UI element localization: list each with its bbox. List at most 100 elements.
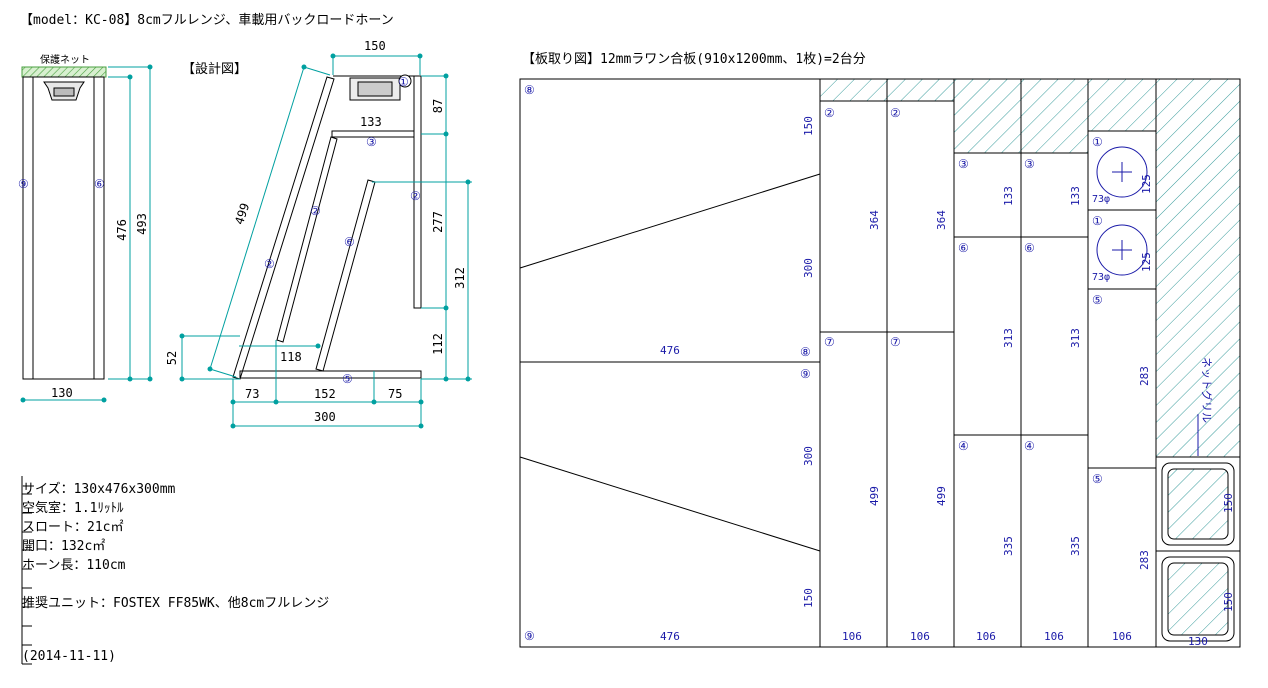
cut-150-bottom: 150 <box>802 588 815 608</box>
cut-106c: 106 <box>976 630 996 643</box>
side-118-dim: 118 <box>280 350 302 364</box>
hole-diameter-1: 73φ <box>1092 194 1110 205</box>
front-width-dim: 130 <box>51 386 73 400</box>
side-base-dim: 300 <box>314 410 336 424</box>
cut-mark-5a: ⑤ <box>1092 293 1103 307</box>
cut-130-grill: 130 <box>1188 635 1208 648</box>
middle-slant-board <box>276 136 338 343</box>
cut-300-top: 300 <box>802 258 815 278</box>
side-112-dim: 112 <box>431 333 445 355</box>
panel-3 <box>331 130 415 138</box>
side-152-dim: 152 <box>314 387 336 401</box>
cut-283b: 283 <box>1138 550 1151 570</box>
cut-364b: 364 <box>935 210 948 230</box>
cut-106a: 106 <box>842 630 862 643</box>
cut-499b: 499 <box>935 486 948 506</box>
design-view: 【設計図】 150 ① ② ③ 133 ② ② ⑥ <box>165 39 472 429</box>
side-75-dim: 75 <box>388 387 402 401</box>
cut-125b: 125 <box>1140 252 1153 272</box>
cut-335b: 335 <box>1069 536 1082 556</box>
front-mark-6: ⑥ <box>94 177 105 191</box>
cut-mark-2a: ② <box>824 106 835 120</box>
side-52-dim: 52 <box>165 351 179 365</box>
speaker-unit-icon <box>43 81 85 101</box>
cut-364a: 364 <box>868 210 881 230</box>
net-grill-label: ネットグリル <box>1200 357 1214 423</box>
spec-opening: 開口：132c㎡ <box>22 539 106 554</box>
front-slant-board <box>232 76 335 380</box>
speaker-hole-icon-2 <box>1096 224 1148 276</box>
cut-133b: 133 <box>1069 186 1082 206</box>
spec-air-chamber: 空気室：1.1ﾘｯﾄﾙ <box>22 501 124 516</box>
cut-mark-1b: ① <box>1092 214 1103 228</box>
cut-mark-1a: ① <box>1092 135 1103 149</box>
side-inner-dim: 133 <box>360 115 382 129</box>
side-87-dim: 87 <box>431 99 445 113</box>
protective-net-icon <box>21 66 107 78</box>
cut-mark-3b: ③ <box>1024 157 1035 171</box>
front-inner-height-dim: 476 <box>115 219 129 241</box>
speaker-hole-icon-1 <box>1096 146 1148 198</box>
back-board <box>413 75 422 309</box>
cut-313a: 313 <box>1002 328 1015 348</box>
cut-mark-6b: ⑥ <box>1024 241 1035 255</box>
cut-label: 【板取り図】12mmラワン合板(910x1200mm、1枚)=2台分 <box>522 52 866 67</box>
cut-150-grill-a: 150 <box>1222 493 1235 513</box>
side-mark-6: ⑥ <box>344 235 355 249</box>
front-outer-height-dim: 493 <box>135 213 149 235</box>
side-mark-2-mid: ② <box>310 204 321 218</box>
cut-335a: 335 <box>1002 536 1015 556</box>
grill-frame-icon-1 <box>1161 462 1235 546</box>
cut-mark-6a: ⑥ <box>958 241 969 255</box>
cutting-diagram: 【板取り図】12mmラワン合板(910x1200mm、1枚)=2台分 ⑧ ⑧ ⑨… <box>519 52 1241 648</box>
design-label: 【設計図】 <box>182 61 247 77</box>
cut-106b: 106 <box>910 630 930 643</box>
spec-recommended-unit: 推奨ユニット：FOSTEX FF85WK、他8cmフルレンジ <box>22 596 330 611</box>
cut-mark-7b: ⑦ <box>890 335 901 349</box>
cut-mark-5b: ⑤ <box>1092 472 1103 486</box>
bottom-board <box>239 370 422 379</box>
cut-476-top: 476 <box>660 344 680 357</box>
cut-106d: 106 <box>1044 630 1064 643</box>
side-mark-2-right: ② <box>410 189 421 203</box>
cut-150-top: 150 <box>802 116 815 136</box>
side-312-dim: 312 <box>453 267 467 289</box>
front-mark-9: ⑨ <box>18 177 29 191</box>
side-73-dim: 73 <box>245 387 259 401</box>
side-slant-dim: 499 <box>232 201 252 226</box>
spec-throat: スロート：21c㎡ <box>22 520 124 535</box>
cut-300-bottom: 300 <box>802 446 815 466</box>
cut-mark-9-mid: ⑨ <box>800 367 811 381</box>
cut-499a: 499 <box>868 486 881 506</box>
cut-283a: 283 <box>1138 366 1151 386</box>
cut-mark-9-bottom: ⑨ <box>524 629 535 643</box>
cut-mark-7a: ⑦ <box>824 335 835 349</box>
side-top-dim: 150 <box>364 39 386 53</box>
side-mark-1: ① <box>398 75 409 89</box>
cut-125a: 125 <box>1140 174 1153 194</box>
cut-mark-8-mid: ⑧ <box>800 345 811 359</box>
cut-106e: 106 <box>1112 630 1132 643</box>
front-outline <box>22 76 105 380</box>
spec-size: サイズ：130x476x300mm <box>22 482 176 497</box>
slant-board-6 <box>315 179 376 372</box>
spec-date: (2014-11-11) <box>22 649 116 664</box>
side-277-dim: 277 <box>431 211 445 233</box>
front-view: 保護ネット ⑨ ⑥ 130 476 493 <box>18 53 153 403</box>
cut-mark-3a: ③ <box>958 157 969 171</box>
page-title: 【model：KC-08】8cmフルレンジ、車載用バックロードホーン <box>20 13 394 28</box>
plywood-sheet <box>519 78 1241 648</box>
cut-mark-8-top: ⑧ <box>524 83 535 97</box>
cut-313b: 313 <box>1069 328 1082 348</box>
hole-diameter-2: 73φ <box>1092 272 1110 283</box>
spec-horn-length: ホーン長：110cm <box>22 558 126 573</box>
cut-mark-2b: ② <box>890 106 901 120</box>
cut-mark-4a: ④ <box>958 439 969 453</box>
spec-bracket <box>21 476 32 665</box>
side-mark-2-left: ② <box>264 257 275 271</box>
cut-150-grill-b: 150 <box>1222 592 1235 612</box>
protective-net-label: 保護ネット <box>40 53 90 66</box>
grill-frame-icon-2 <box>1161 556 1235 642</box>
cut-476-bottom: 476 <box>660 630 680 643</box>
